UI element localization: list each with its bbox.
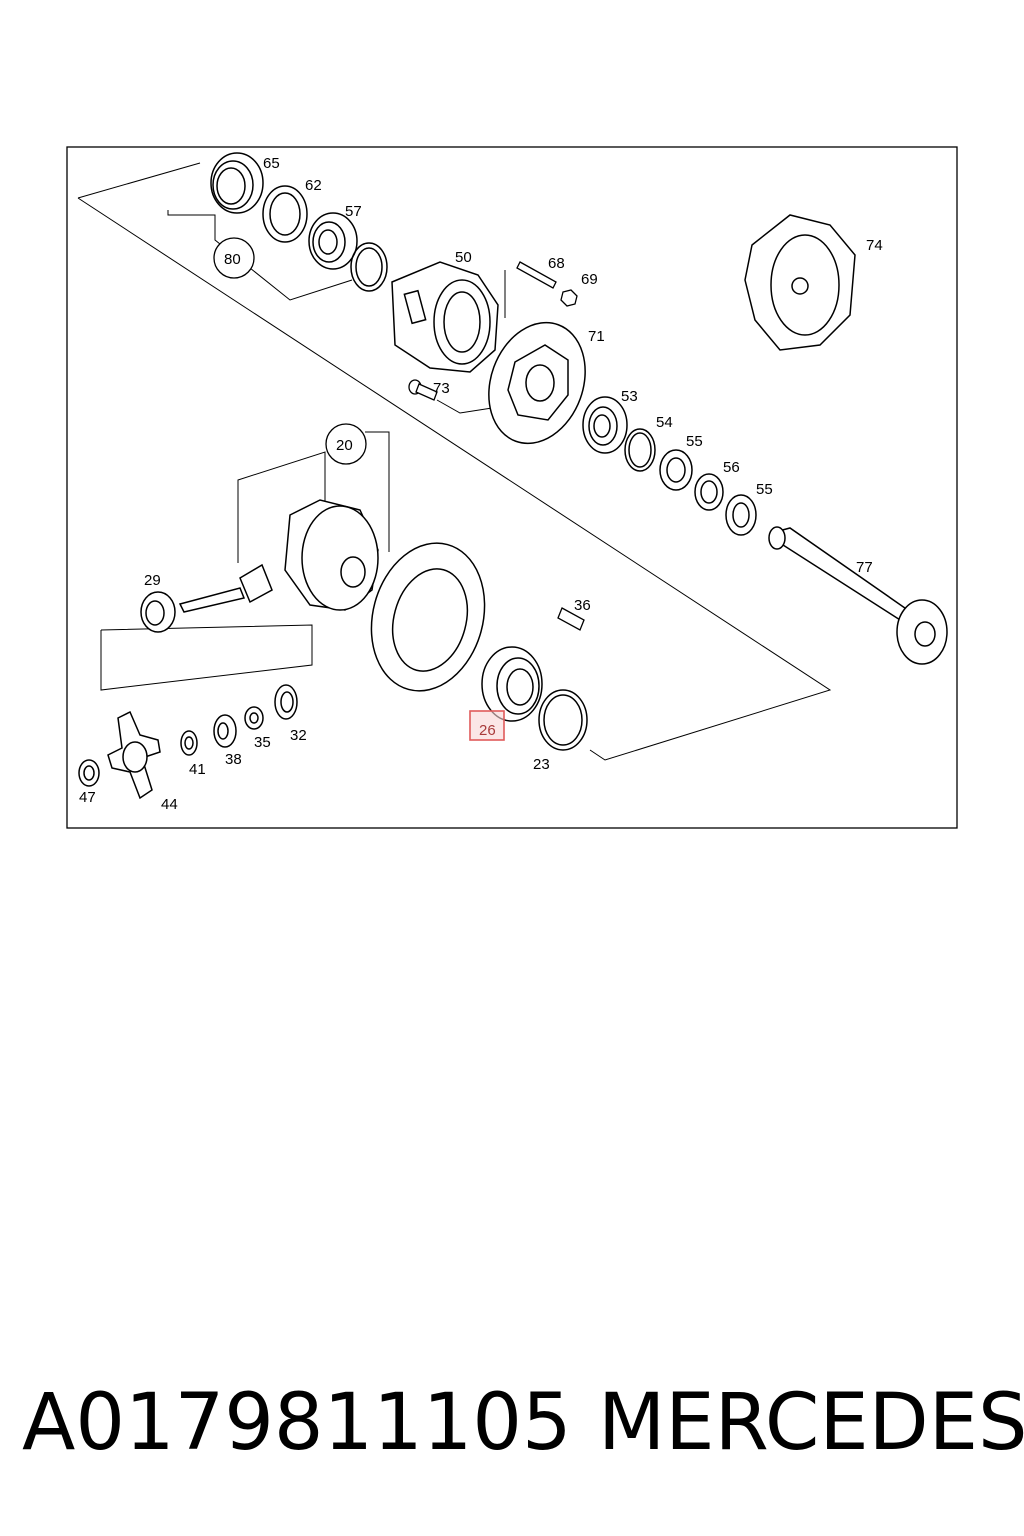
callout-68: 68	[548, 255, 565, 272]
part-57-ball-bearing	[308, 212, 358, 270]
part-68-stud	[516, 261, 557, 289]
part-77-axle-shaft	[768, 526, 948, 665]
callout-20: 20	[336, 437, 353, 454]
part-55-washer-b	[725, 494, 757, 536]
callout-55-b: 55	[756, 481, 773, 498]
part-69-nut	[560, 289, 578, 307]
callout-56: 56	[723, 459, 740, 476]
exploded-parts-diagram: 65 62 57 80 50 68 69 71 74 73 53 54 55 5…	[66, 146, 958, 829]
callout-47: 47	[79, 789, 96, 806]
callout-41: 41	[189, 761, 206, 778]
callout-38: 38	[225, 751, 242, 768]
part-41-seal	[180, 730, 198, 756]
part-35-nut	[244, 706, 264, 730]
highlight-box-26	[469, 710, 505, 741]
callout-labels: 65 62 57 80 50 68 69 71 74 73 53 54 55 5…	[79, 155, 883, 813]
callout-71: 71	[588, 328, 605, 345]
part-23-ring	[538, 689, 588, 751]
part-55-washer-a	[659, 449, 693, 491]
callout-29: 29	[144, 572, 161, 589]
leader-lines	[77, 162, 832, 761]
part-74-housing-cover	[744, 214, 856, 351]
callout-74: 74	[866, 237, 883, 254]
part-44-flange	[107, 710, 161, 800]
callout-44: 44	[161, 796, 178, 813]
callout-65: 65	[263, 155, 280, 172]
callout-36: 36	[574, 597, 591, 614]
callout-54: 54	[656, 414, 673, 431]
callout-32: 32	[290, 727, 307, 744]
diagram-frame	[66, 146, 958, 829]
part-38-bearing	[213, 714, 237, 748]
part-ring-gear	[370, 542, 486, 692]
part-36-pin	[557, 607, 585, 631]
callout-26: 26	[479, 722, 496, 739]
part-o-ring	[350, 242, 388, 292]
part-pinion-shaft	[178, 563, 273, 613]
callout-77: 77	[856, 559, 873, 576]
brand-name: MERCEDES	[598, 1378, 1024, 1468]
part-62-ring	[262, 185, 308, 243]
callout-53: 53	[621, 388, 638, 405]
part-26-bearing	[481, 646, 543, 722]
callout-23: 23	[533, 756, 550, 773]
part-29-bearing	[140, 591, 176, 633]
caption-footer: A0179811105 MERCEDES	[0, 1368, 1024, 1478]
callout-circle-80	[213, 237, 255, 279]
part-56-washer	[694, 473, 724, 511]
part-71-flange	[488, 321, 586, 445]
callout-73: 73	[433, 380, 450, 397]
callout-57: 57	[345, 203, 362, 220]
part-73-bolt	[408, 379, 438, 401]
part-32-washer	[274, 684, 298, 720]
callout-62: 62	[305, 177, 322, 194]
part-53-bearing	[582, 396, 628, 454]
callout-35: 35	[254, 734, 271, 751]
callout-circle-20	[325, 423, 367, 465]
part-50-housing	[391, 261, 499, 373]
callout-55-a: 55	[686, 433, 703, 450]
callout-69: 69	[581, 271, 598, 288]
part-number: A0179811105	[22, 1378, 572, 1468]
part-65-bearing	[210, 152, 264, 214]
part-54-circlip	[624, 428, 656, 472]
callout-50: 50	[455, 249, 472, 266]
part-20-differential-case	[284, 499, 379, 611]
part-47-nut	[78, 759, 100, 787]
callout-80: 80	[224, 251, 241, 268]
